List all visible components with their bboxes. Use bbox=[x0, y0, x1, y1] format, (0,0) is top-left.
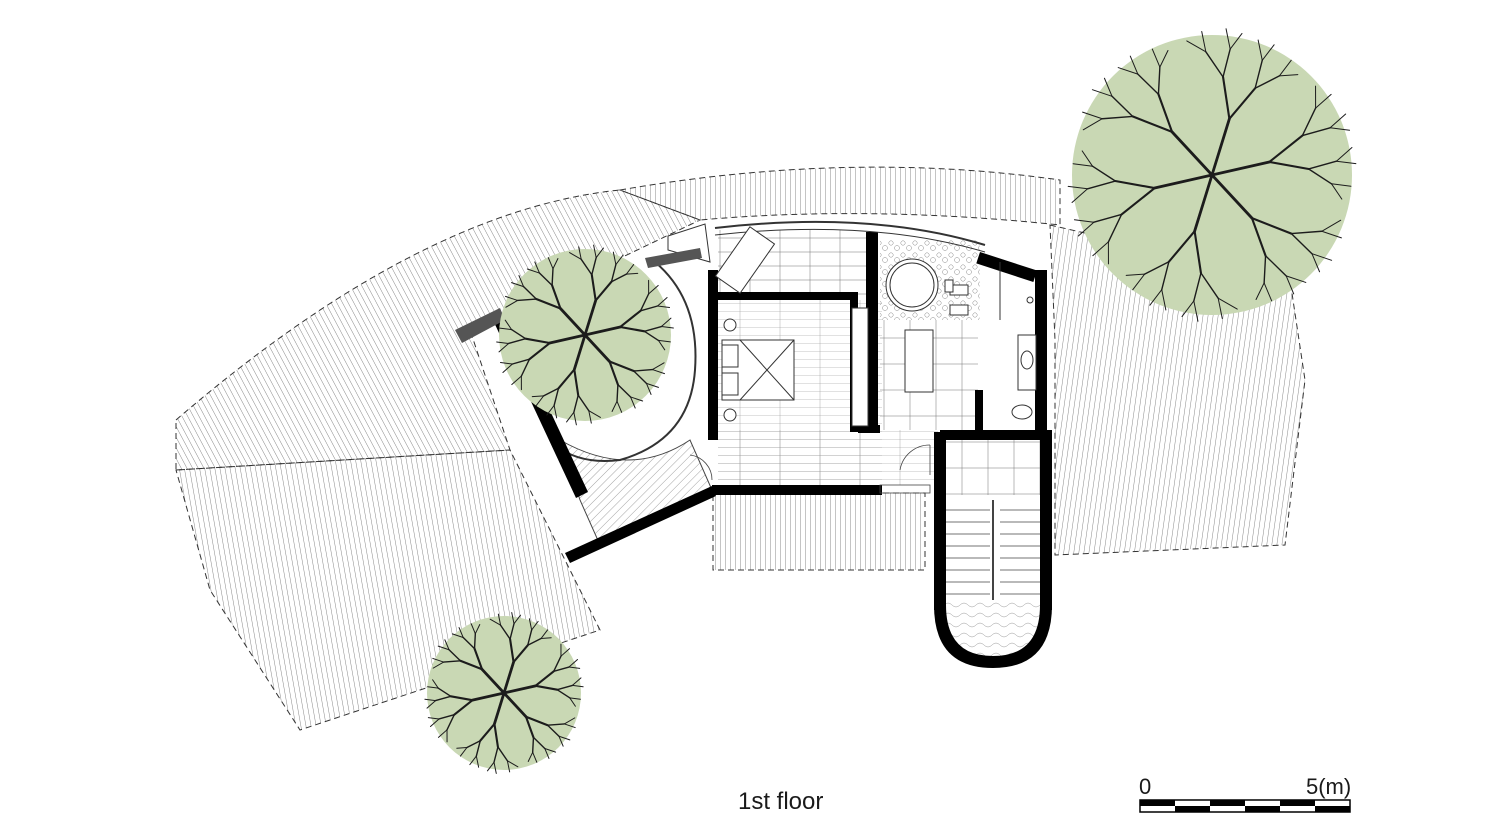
scale-start-label: 0 bbox=[1139, 774, 1152, 799]
stair-landing bbox=[945, 440, 1040, 495]
cap-left bbox=[455, 308, 505, 343]
roof-top-band bbox=[618, 166, 1061, 226]
scale-segment bbox=[1210, 800, 1245, 806]
scale-end-label: 5(m) bbox=[1306, 774, 1352, 799]
scale-segment bbox=[1140, 800, 1175, 806]
trees bbox=[424, 28, 1357, 774]
corridor-floor bbox=[718, 430, 938, 485]
scale-segment bbox=[1315, 806, 1350, 812]
stair-bottom-landing bbox=[940, 600, 1045, 660]
doors bbox=[689, 444, 931, 494]
stair-treads bbox=[945, 500, 1045, 600]
floor-caption: 1st floor bbox=[738, 788, 824, 815]
scale-segment bbox=[1175, 806, 1210, 812]
tree-top-right-icon bbox=[1067, 28, 1357, 322]
tree-courtyard-icon bbox=[496, 244, 674, 426]
bath-bench bbox=[904, 329, 934, 393]
roof-bottom-middle bbox=[712, 492, 926, 571]
wardrobe bbox=[851, 307, 869, 427]
courtyard-deck bbox=[559, 438, 713, 546]
scale-segment bbox=[1245, 806, 1280, 812]
scale-segment bbox=[1280, 800, 1315, 806]
furniture bbox=[721, 258, 1037, 427]
scale-bar bbox=[1139, 799, 1351, 813]
cap-top bbox=[645, 248, 702, 268]
courtyard-curve bbox=[554, 261, 697, 462]
tree-bottom-left-icon bbox=[424, 612, 584, 774]
toilet bbox=[1011, 404, 1033, 420]
